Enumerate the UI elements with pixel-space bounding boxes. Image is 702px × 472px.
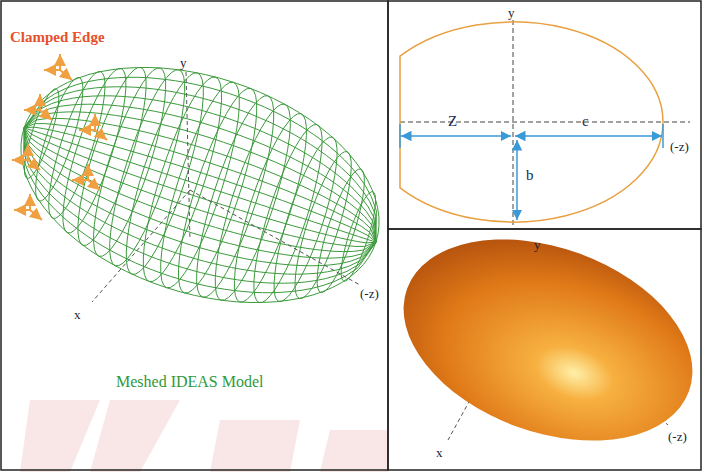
left-axes [92,72,360,302]
caption-label: Meshed IDEAS Model [116,374,264,390]
axis-label: x [436,446,443,459]
axis-label: (-z) [360,287,379,300]
axis-label: (-z) [670,140,689,153]
axis-label: y [180,56,187,69]
axis-label: y [534,238,541,251]
watermark [20,400,388,472]
axis-label: y [508,6,515,19]
dimension-arrows [400,124,663,220]
annotation-label: Clamped Edge [10,30,105,45]
clamp-markers [12,54,107,220]
mesh-wireframe [21,68,379,303]
axis-label: b [526,168,534,183]
axis-label: c [582,114,589,129]
profile-outline [400,22,663,222]
axis-label: (-z) [668,430,687,443]
axis-label: Z [448,114,457,129]
profile-axes [400,20,690,226]
shaded-ellipsoid [376,202,702,472]
axis-label: x [74,308,81,321]
